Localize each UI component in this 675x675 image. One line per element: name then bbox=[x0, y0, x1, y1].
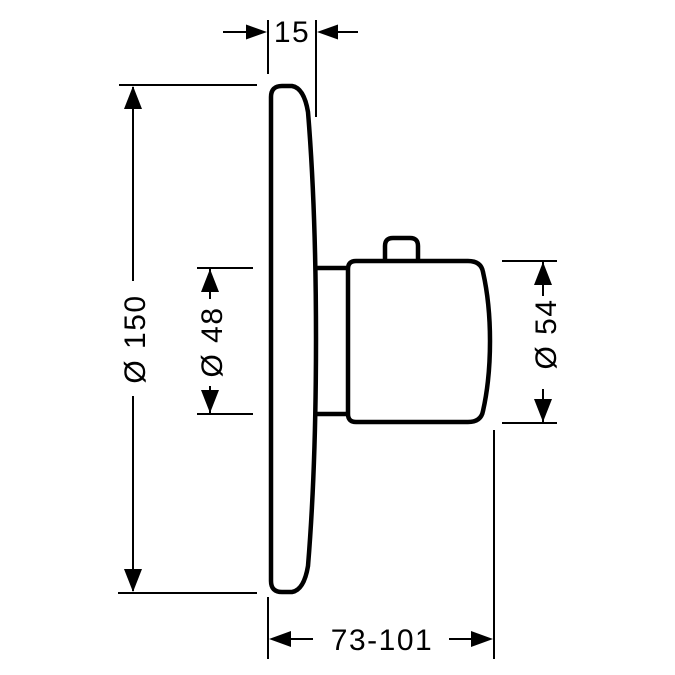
escutcheon-plate bbox=[268, 83, 319, 595]
dim-handle-diameter: Ø 54 bbox=[502, 260, 563, 424]
arrowhead-down-icon bbox=[124, 569, 142, 592]
dim-plate-thickness-lines bbox=[223, 20, 358, 117]
dim-label-plate-thickness: 15 bbox=[274, 16, 310, 49]
dim-depth-range: 73-101 bbox=[267, 430, 495, 659]
arrowhead-left-icon bbox=[317, 24, 338, 40]
dim-depth-range-lines bbox=[267, 430, 495, 659]
arrowhead-up-icon bbox=[201, 269, 219, 292]
arrowhead-right-icon bbox=[246, 24, 267, 40]
dim-sleeve-diameter: Ø 48 bbox=[196, 267, 253, 415]
arrowhead-down-icon bbox=[534, 399, 552, 422]
arrowhead-left-icon bbox=[269, 631, 291, 647]
handle-grip-tab bbox=[382, 235, 421, 265]
dim-plate-thickness: 15 bbox=[223, 16, 358, 117]
dim-label-sleeve-diameter: Ø 48 bbox=[196, 306, 229, 377]
dim-plate-diameter: Ø 150 bbox=[118, 84, 257, 594]
dim-label-depth-range: 73-101 bbox=[331, 624, 433, 657]
fixture-outline bbox=[268, 83, 493, 595]
dim-label-plate-diameter: Ø 150 bbox=[119, 294, 152, 383]
arrowhead-down-icon bbox=[201, 390, 219, 413]
dimension-annotations: 15 Ø 150 bbox=[118, 16, 563, 659]
arrowhead-up-icon bbox=[124, 86, 142, 109]
dim-label-handle-diameter: Ø 54 bbox=[530, 298, 563, 369]
arrowhead-up-icon bbox=[534, 262, 552, 285]
handle-body bbox=[345, 258, 493, 425]
dim-plate-diameter-lines bbox=[118, 84, 257, 594]
arrowhead-right-icon bbox=[471, 631, 493, 647]
